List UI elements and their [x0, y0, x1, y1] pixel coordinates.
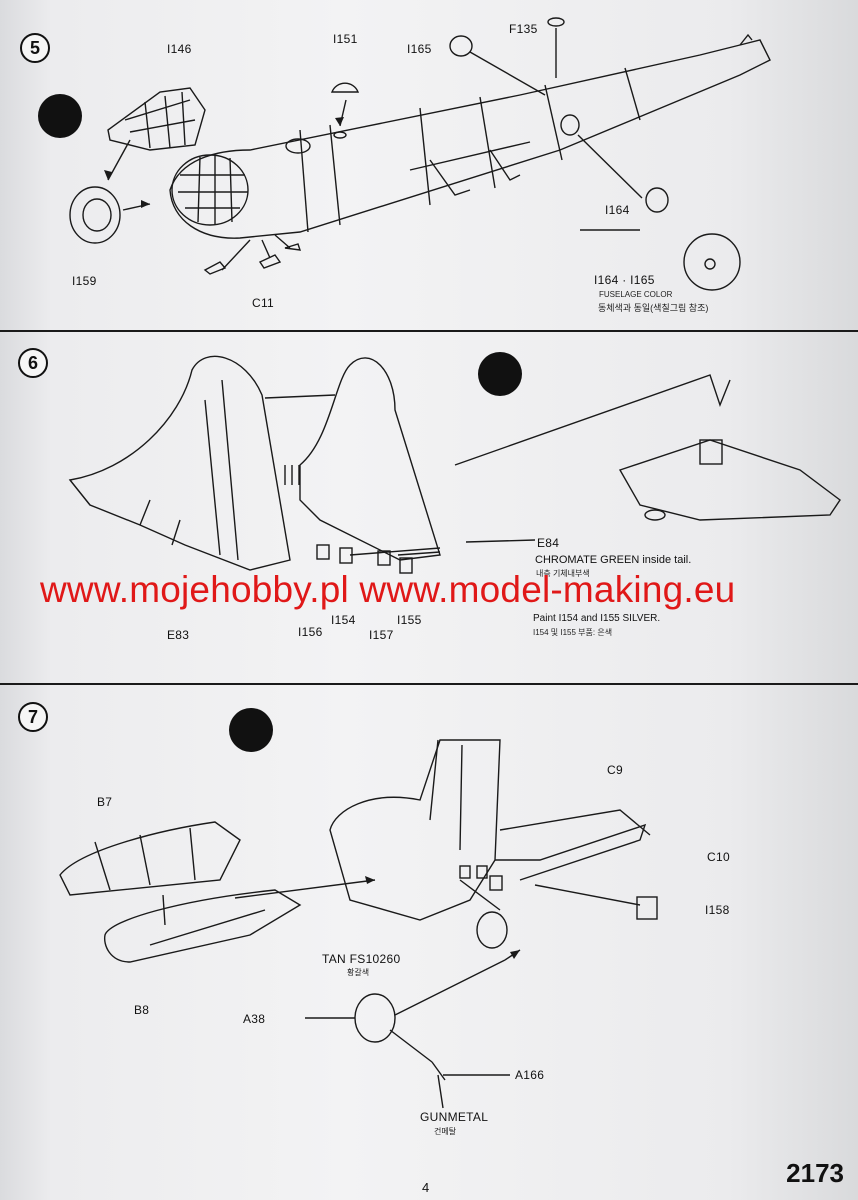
part-label: E84: [537, 536, 560, 550]
part-label: E83: [167, 628, 190, 642]
part-label: I158: [705, 903, 730, 917]
part-label: I146: [167, 42, 192, 56]
step-number-7: 7: [18, 702, 48, 732]
tan-note: TAN FS10260: [322, 952, 401, 966]
page-number: 4: [422, 1180, 430, 1195]
kit-code: 2173: [786, 1158, 844, 1188]
part-label: I151: [333, 32, 358, 46]
part-label: I155: [397, 613, 422, 627]
section-divider: [0, 330, 858, 332]
part-label: I164: [605, 203, 630, 217]
chromate-korean: 내측 기체내부색: [536, 569, 590, 578]
part-label: I156: [298, 625, 323, 639]
section-divider: [0, 683, 858, 685]
paint-brush-icon: [478, 352, 522, 396]
part-label: A166: [515, 1068, 545, 1082]
step-number-6: 6: [18, 348, 48, 378]
paint-note-small: FUSELAGE COLOR: [599, 290, 673, 299]
silver-korean: I154 및 I155 부품: 은색: [533, 628, 613, 637]
rear-fuselage-drawing: [59, 739, 658, 1081]
part-label: F135: [509, 22, 538, 36]
part-label: I159: [72, 274, 97, 288]
step-number-5: 5: [20, 33, 50, 63]
part-label: B7: [97, 795, 113, 809]
paint-brush-icon: [38, 94, 82, 138]
part-label: B8: [134, 1003, 150, 1017]
paint-note-parts: I164 · I165: [594, 273, 655, 287]
part-label: C11: [252, 296, 275, 310]
part-label: C9: [607, 763, 623, 777]
part-label: A38: [243, 1012, 266, 1026]
part-label: C10: [707, 850, 730, 864]
part-label: I165: [407, 42, 432, 56]
silver-note: Paint I154 and I155 SILVER.: [533, 613, 661, 624]
tail-drawing: [68, 355, 841, 574]
chromate-note: CHROMATE GREEN inside tail.: [535, 554, 692, 566]
paint-brush-icon: [229, 708, 273, 752]
fuselage-drawing: [69, 17, 771, 291]
watermark: www.mojehobby.pl www.model-making.eu: [40, 569, 736, 610]
part-label: I154: [331, 613, 356, 627]
gunmetal-note: GUNMETAL: [420, 1110, 489, 1124]
part-label: I157: [369, 628, 394, 642]
gunmetal-korean: 건메탈: [434, 1127, 457, 1136]
tan-korean: 황갈색: [347, 968, 370, 977]
paint-note-korean: 동체색과 동일(색칠그림 참조): [598, 303, 709, 313]
